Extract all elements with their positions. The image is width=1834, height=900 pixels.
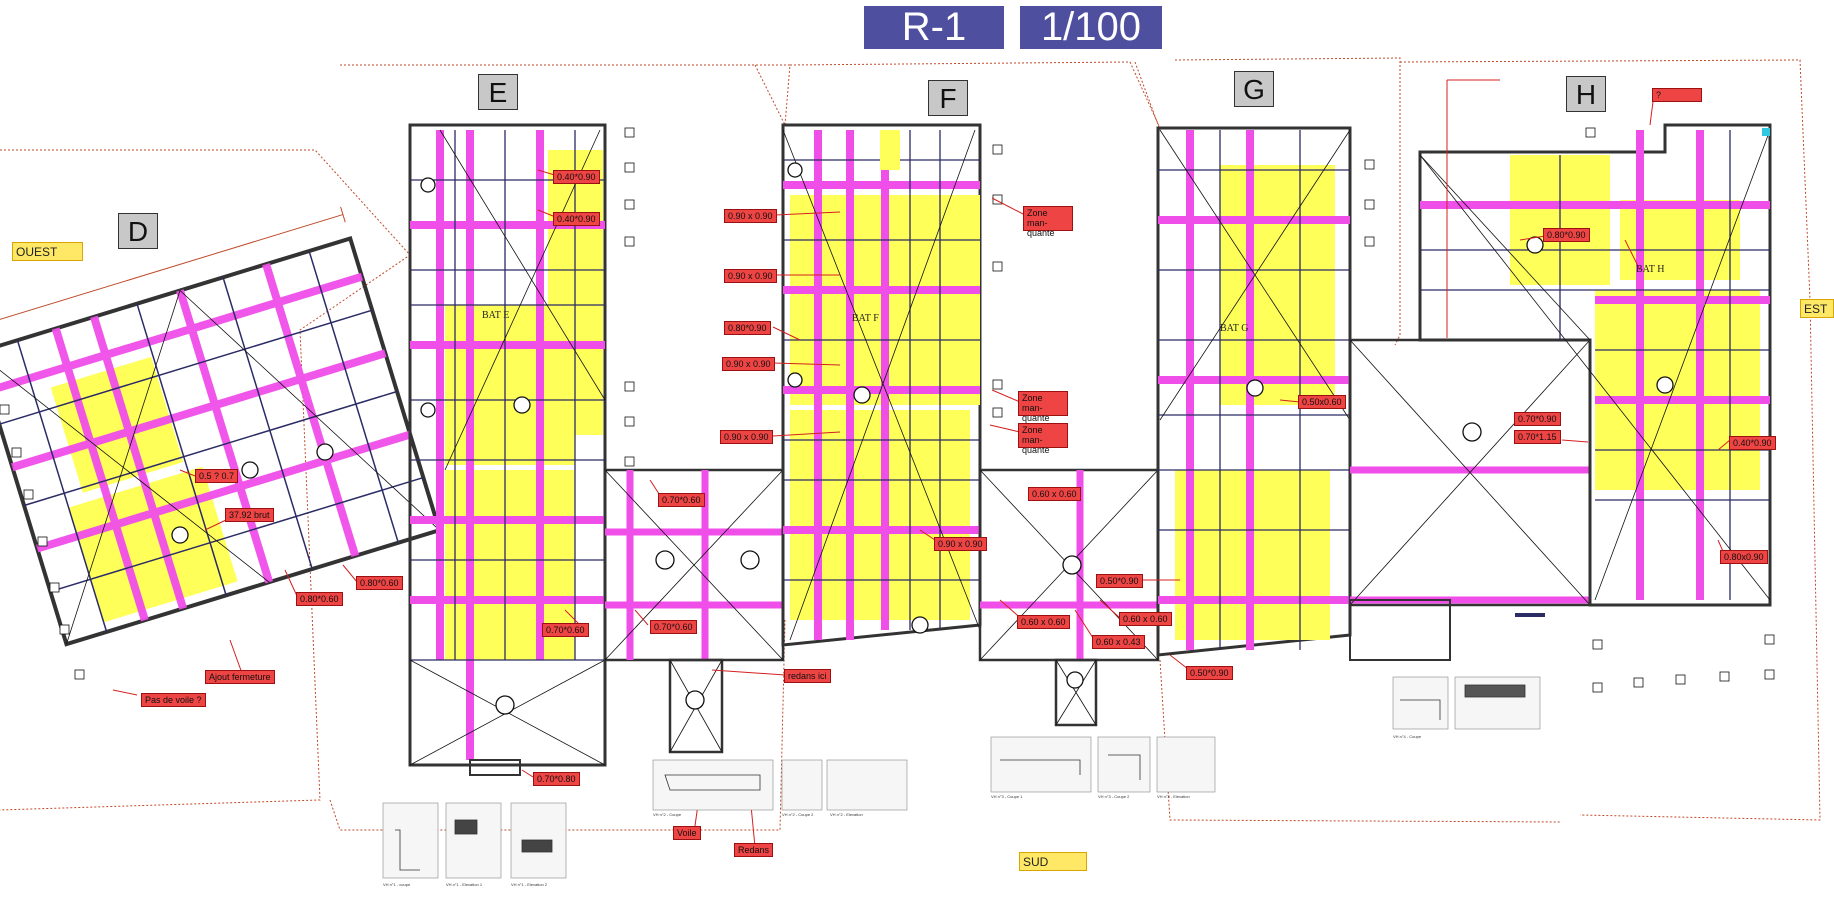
connector-fg [978, 468, 1160, 727]
annotation-tag: 0.70*0.60 [542, 623, 589, 637]
detail-caption: VH n°2 - Coupe 2 [782, 812, 814, 817]
annotation-tag: 0.40*0.90 [553, 170, 600, 184]
annotation-tag: 0.50*0.90 [1186, 666, 1233, 680]
annotation-tag: 0.90 x 0.90 [934, 537, 987, 551]
level-title: R-1 [864, 6, 1004, 49]
annotation-tag: 0.80*0.60 [356, 576, 403, 590]
detail-caption: VH n°1 - Elevation 1 [446, 882, 483, 887]
annotation-tag: 0.60 x 0.60 [1028, 487, 1081, 501]
column-markers [0, 127, 1775, 693]
building-label-e: E [478, 74, 518, 110]
annotation-tag: Zone man-quante [1023, 206, 1073, 238]
annotation-tag: Pas de voile ? [141, 693, 206, 707]
orientation-south: SUD [1019, 852, 1087, 871]
building-e-plan [408, 123, 607, 767]
annotation-tag: 0.70*0.80 [533, 772, 580, 786]
building-g-plan [1156, 126, 1352, 657]
annotation-tag: Voile [673, 826, 701, 840]
annotation-tag: 0.40*0.90 [553, 212, 600, 226]
annotation-tag: ? [1652, 88, 1702, 102]
detail-caption: VH n°3 - Coupe 2 [1098, 794, 1130, 799]
annotation-tag: 0.90 x 0.90 [724, 269, 777, 283]
annotation-tag: Redans [734, 843, 774, 857]
building-label-g: G [1234, 71, 1274, 107]
detail-caption: VH n°3 - Elevation [1157, 794, 1190, 799]
annotation-tag: 0.80*0.60 [296, 592, 343, 606]
bat-label-g: BAT G [1220, 323, 1249, 334]
annotation-tag: 0.90 x 0.90 [722, 357, 775, 371]
building-label-f: F [928, 80, 968, 116]
annotation-tag: 0.80x0.90 [1720, 550, 1768, 564]
annotation-tag: 0.70*1.15 [1514, 430, 1561, 444]
annotation-tag: redans ici [784, 669, 831, 683]
connector-gh [1348, 338, 1592, 661]
annotation-tag: 0.50x0.60 [1298, 395, 1346, 409]
detail-caption: VH n°2 - Elevation [830, 812, 863, 817]
bat-label-e: BAT E [482, 310, 510, 321]
annotation-tag: 37.92 brut [225, 508, 274, 522]
annotation-tag: 0.40*0.90 [1729, 436, 1776, 450]
annotation-tag: 0.90 x 0.90 [720, 430, 773, 444]
annotation-tag: 0.80*0.90 [1543, 228, 1590, 242]
building-label-h: H [1566, 76, 1606, 112]
bat-label-h: BAT H [1636, 264, 1665, 275]
building-h-plan [1418, 123, 1772, 607]
annotation-tag: Ajout fermeture [205, 670, 275, 684]
detail-caption: VH n°2 - Coupe [653, 812, 682, 817]
section-thumbnail-detail [395, 684, 1526, 871]
orientation-west: OUEST [12, 242, 83, 261]
annotation-tag: 0.90 x 0.90 [724, 209, 777, 223]
annotation-tag: 0.80*0.90 [724, 321, 771, 335]
building-f-plan [781, 123, 982, 647]
leader-arrows [112, 79, 1731, 848]
annotation-tag: 0.60 x 0.60 [1017, 615, 1070, 629]
annotation-tag: Zone man-quante [1018, 391, 1068, 423]
annotation-tag: 0.70*0.60 [658, 493, 705, 507]
circulation-cores [171, 162, 1674, 715]
orientation-east: EST [1800, 299, 1834, 318]
annotation-tag: 0.60 x 0.43 [1092, 635, 1145, 649]
annotation-tag: 0.5 ? 0.7 [195, 469, 239, 483]
annotation-tag: 0.70*0.60 [650, 620, 697, 634]
annotation-tag: Zone man-quante [1018, 423, 1068, 455]
detail-caption: VH n°1 - Elevation 2 [511, 882, 548, 887]
annotation-tag: 0.60 x 0.60 [1119, 612, 1172, 626]
detail-caption: VH n°3 - Coupe 1 [991, 794, 1023, 799]
building-label-d: D [118, 213, 158, 249]
annotation-tag: 0.70*0.90 [1514, 412, 1561, 426]
detail-caption: VH n°4 - Coupe [1393, 734, 1422, 739]
building-d-plan [0, 206, 442, 647]
bat-label-f: BAT F [852, 313, 879, 324]
scale-title: 1/100 [1020, 6, 1162, 49]
annotation-tag: 0.50*0.90 [1096, 574, 1143, 588]
detail-caption: VH n°1 - coupe [383, 882, 411, 887]
